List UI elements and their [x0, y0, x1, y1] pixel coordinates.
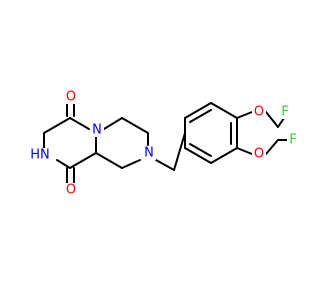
bond-ring1-3 — [56, 159, 71, 169]
bond-benzene-6 — [184, 147, 212, 164]
bond-benzene-2 — [184, 102, 212, 119]
atom-bg-f-top — [279, 105, 291, 119]
bonds — [43, 99, 289, 187]
atom-bg-o-top — [64, 90, 78, 104]
bond-benzene-inner-1 — [189, 109, 212, 123]
atom-bg-o-dioxole-bottom — [252, 147, 266, 161]
bond-ring2-1 — [103, 117, 123, 130]
bond-ring2-2 — [121, 117, 149, 134]
molecule-canvas: O O HN N N O O F F — [28, 89, 299, 198]
atom-labels: O O HN N N O O F F — [28, 90, 299, 198]
bond-benzene-inner-3 — [189, 143, 212, 157]
molecule-structure: O O HN N N O O F F — [28, 89, 299, 198]
bond-c-f-top — [277, 117, 285, 128]
atom-o-bottom: O — [66, 183, 76, 198]
bond-ring2-5 — [95, 152, 123, 169]
atom-n-bridge: N — [92, 123, 102, 138]
atom-nh: HN — [30, 148, 50, 163]
atom-bg-nh — [28, 148, 52, 162]
atom-n-ring: N — [144, 146, 154, 161]
bond-ring1-6 — [69, 117, 90, 130]
atom-bg-n-ring — [142, 146, 156, 160]
bond-ring1-1 — [43, 117, 71, 134]
atom-o-top: O — [66, 90, 76, 105]
bond-dioxole-1 — [236, 111, 253, 119]
bond-dioxole-2 — [236, 147, 253, 155]
bond-n-ch2 — [155, 159, 175, 171]
atom-bg-n-bridge — [90, 123, 104, 137]
bond-ring2-4 — [121, 159, 141, 169]
bond-benzene-5 — [210, 147, 238, 164]
bond-ring1-4 — [69, 152, 97, 169]
atom-bg-f-right — [287, 133, 299, 147]
atom-o-dioxole-bottom: O — [254, 147, 264, 162]
atom-bg-o-bottom — [64, 183, 78, 197]
bond-benzene-3 — [210, 102, 238, 119]
atom-f-top: F — [281, 105, 288, 120]
atom-f-right: F — [289, 133, 296, 148]
bond-dioxole-3 — [265, 111, 279, 128]
atom-o-dioxole-top: O — [254, 105, 264, 120]
bond-ch2-aryl — [173, 132, 186, 171]
bond-dioxole-4 — [265, 139, 279, 155]
atom-bg-o-dioxole-top — [252, 105, 266, 119]
